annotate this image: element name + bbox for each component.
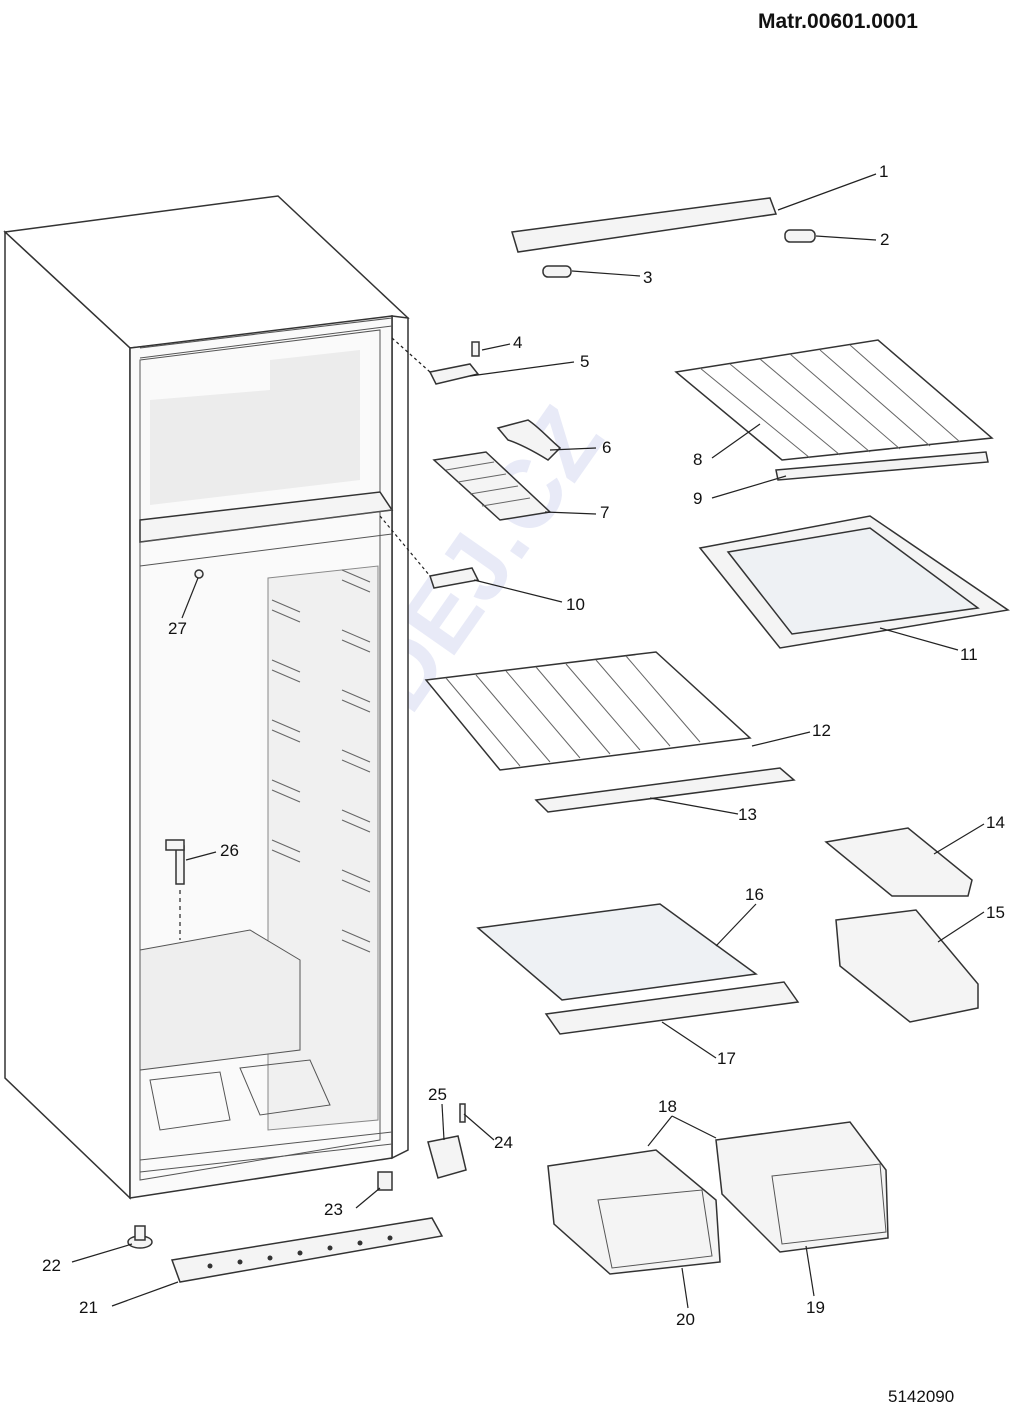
label-9: 9 [693,489,702,508]
label-27: 27 [168,619,187,638]
part-6-scoop [496,419,562,461]
part-20-drawer-left [547,1149,721,1275]
label-6: 6 [602,438,611,457]
label-5: 5 [580,352,589,371]
label-11: 11 [960,645,978,664]
part-labels: 1 2 3 4 5 6 7 8 9 10 11 12 13 14 15 16 1… [42,162,1005,1329]
part-26-probe [175,845,185,885]
leader-lines [71,173,985,1309]
part-23-clip [377,1171,393,1191]
part-5-bracket [428,363,480,385]
part-1-top-cover [511,197,778,253]
label-23: 23 [324,1200,343,1219]
part-24-pin [459,1103,466,1123]
label-20: 20 [676,1310,695,1329]
part-27-screw [194,569,204,579]
label-19: 19 [806,1298,825,1317]
label-1: 1 [879,162,888,181]
part-17-strip [544,981,800,1035]
part-14-crisper-lid [824,827,973,897]
part-13-strip [534,767,796,813]
label-17: 17 [717,1049,736,1068]
label-24: 24 [494,1133,513,1152]
part-10-bracket [429,567,480,589]
label-16: 16 [745,885,764,904]
part-25-hinge [427,1135,467,1179]
label-4: 4 [513,333,522,352]
part-12-wire-shelf [424,651,752,771]
label-8: 8 [693,450,702,469]
matr-number: Matr.00601.0001 [758,10,918,33]
label-18: 18 [658,1097,677,1116]
part-19-drawer-right [715,1121,889,1253]
label-2: 2 [880,230,889,249]
label-3: 3 [643,268,652,287]
part-2-plug [784,229,816,243]
part-4-screw [471,341,480,357]
label-25: 25 [428,1085,447,1104]
label-26: 26 [220,841,239,860]
part-16-glass-shelf [476,903,758,1001]
cabinet [3,195,410,1200]
part-3-plug [542,265,572,278]
label-12: 12 [812,721,831,740]
label-22: 22 [42,1256,61,1275]
part-15-crisper [835,909,979,1023]
label-10: 10 [566,595,585,614]
label-14: 14 [986,813,1005,832]
part-21-bottom-grille [170,1217,444,1283]
label-13: 13 [738,805,757,824]
drawing-code: 5142090 [888,1387,954,1406]
label-15: 15 [986,903,1005,922]
label-21: 21 [79,1298,98,1317]
part-8-wire-shelf [674,339,994,461]
part-9-strip [775,451,989,481]
label-7: 7 [600,503,609,522]
